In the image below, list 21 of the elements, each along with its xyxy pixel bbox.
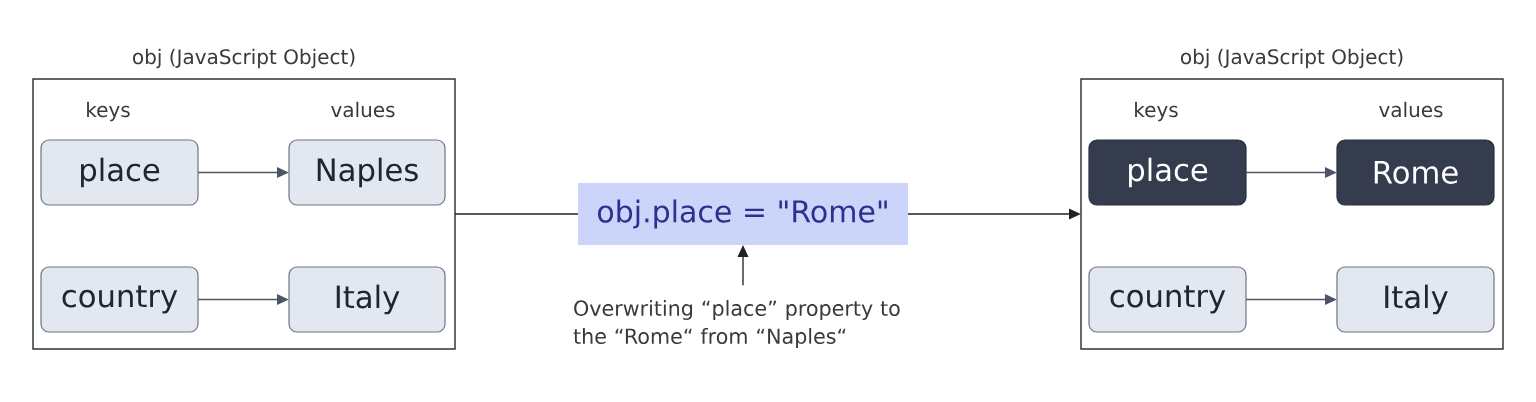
arrow [907, 208, 1081, 220]
column-heading: values [331, 101, 395, 118]
code-box: obj.place = "Rome" [578, 183, 908, 245]
key-box: place [40, 139, 199, 206]
column-heading: keys [1135, 101, 1178, 122]
column-heading: values [1379, 101, 1443, 118]
value-box: Italy [1336, 266, 1495, 333]
key-box: country [40, 266, 199, 333]
key-box: place [1088, 139, 1247, 206]
arrow [197, 167, 289, 178]
key-box: country [1088, 266, 1247, 333]
note-text: Overwriting “place” property to the “Rome“ from “Naples“ [573, 300, 900, 348]
connector-line [454, 213, 579, 215]
value-box: Rome [1336, 139, 1495, 206]
arrow [737, 245, 749, 286]
value-box: Naples [288, 139, 446, 206]
column-heading: keys [87, 101, 130, 122]
arrow [197, 293, 289, 305]
value-box: Italy [288, 266, 446, 333]
box-title: obj (JavaScript Object) [1181, 48, 1403, 69]
box-title: obj (JavaScript Object) [133, 48, 355, 69]
